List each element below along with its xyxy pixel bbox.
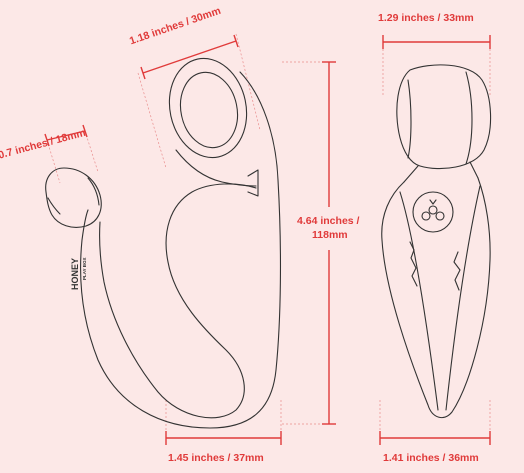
front-view-outline xyxy=(381,64,492,419)
front-view-guides xyxy=(379,45,491,438)
ring-width-line xyxy=(140,34,239,80)
front-top-width-line xyxy=(382,35,491,49)
side-view-outline xyxy=(45,57,282,429)
total-height-label-line2: 118mm xyxy=(312,229,348,241)
brand-name: HONEY xyxy=(70,258,80,290)
total-height-line xyxy=(322,61,336,425)
front-top-width-label: 1.29 inches / 33mm xyxy=(378,12,474,24)
plug-width-line xyxy=(44,124,88,147)
side-bottom-width-line xyxy=(165,431,282,445)
front-bottom-width-label: 1.41 inches / 36mm xyxy=(383,452,479,464)
side-bottom-width-label: 1.45 inches / 37mm xyxy=(168,452,264,464)
brand-model: PLAY BOX xyxy=(82,257,87,280)
front-bottom-width-line xyxy=(379,431,491,445)
brand-logo-side: HONEY PLAY BOX xyxy=(70,257,87,290)
dimension-lines xyxy=(44,34,491,445)
total-height-label-line1: 4.64 inches / xyxy=(297,215,360,227)
